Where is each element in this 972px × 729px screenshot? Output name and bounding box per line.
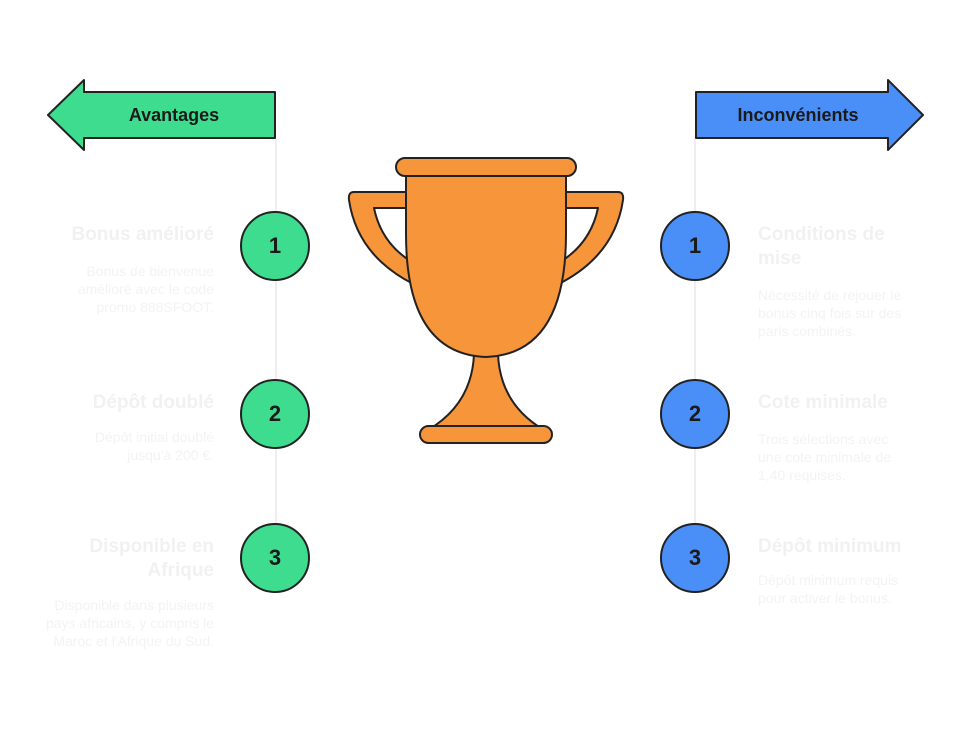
drawback-description: Trois sélections avec une cote minimale …	[758, 431, 892, 483]
right-arrow-icon	[695, 79, 924, 151]
drawback-description: Dépôt minimum requis pour activer le bon…	[758, 572, 899, 606]
advantage-description: Disponible dans plusieurs pays africains…	[45, 597, 214, 649]
advantages-header-arrow: Avantages	[46, 78, 278, 152]
drawbacks-header-arrow: Inconvénients	[694, 78, 926, 152]
advantages-label: Avantages	[128, 104, 220, 125]
drawback-title: Dépôt minimum	[758, 536, 902, 557]
drawback-description: Nécessité de rejouer le bonus cinq fois …	[758, 287, 902, 339]
advantage-number-badge: 2	[240, 379, 310, 449]
advantage-title: Dépôt doublé	[92, 392, 214, 413]
drawback-number-badge: 3	[660, 523, 730, 593]
drawbacks-timeline	[694, 138, 696, 593]
drawbacks-label: Inconvénients	[737, 104, 859, 125]
advantage-number-badge: 3	[240, 523, 310, 593]
advantages-timeline	[275, 138, 277, 593]
advantage-title: Disponible en Afrique	[89, 536, 214, 581]
left-arrow-icon	[47, 79, 276, 151]
advantage-number-badge: 1	[240, 211, 310, 281]
drawback-number-badge: 2	[660, 379, 730, 449]
drawback-title: Conditions de mise	[758, 224, 885, 269]
advantage-description: Bonus de bienvenue amélioré avec le code…	[77, 263, 214, 315]
drawback-number-badge: 1	[660, 211, 730, 281]
advantage-title: Bonus amélioré	[71, 224, 214, 245]
drawback-title: Cote minimale	[758, 392, 888, 413]
trophy-icon	[346, 154, 626, 451]
advantage-description: Dépôt initial doublé jusqu'à 200 €.	[94, 429, 214, 463]
